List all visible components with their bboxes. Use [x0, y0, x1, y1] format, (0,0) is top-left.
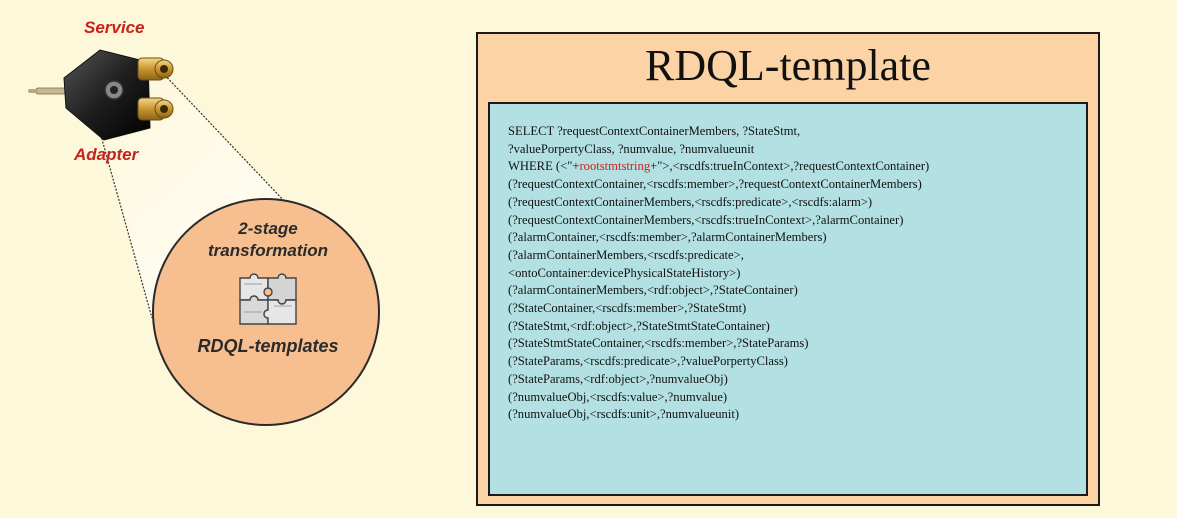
circle-title-line2: transformation: [208, 241, 328, 260]
rdql-template-panel: RDQL-template SELECT ?requestContextCont…: [476, 32, 1100, 506]
circle-title-line1: 2-stage: [238, 219, 298, 238]
where-suffix: +">,<rscdfs:trueInContext>,?requestConte…: [650, 159, 930, 174]
code-line: (?StateContainer,<rscdfs:member>,?StateS…: [508, 301, 747, 316]
rdql-code-box: SELECT ?requestContextContainerMembers, …: [488, 102, 1088, 496]
service-label: Service: [84, 18, 145, 37]
code-line: (?requestContextContainer,<rscdfs:member…: [508, 177, 922, 192]
code-line: (?numvalueObj,<rscdfs:unit>,?numvalueuni…: [508, 407, 740, 422]
code-line: (?StateStmt,<rdf:object>,?StateStmtState…: [508, 318, 770, 333]
code-line: (?alarmContainerMembers,<rdf:object>,?St…: [508, 283, 798, 298]
code-line: (?numvalueObj,<rscdfs:value>,?numvalue): [508, 389, 728, 404]
code-line: (?alarmContainerMembers,<rscdfs:predicat…: [508, 247, 744, 262]
code-line-where: WHERE (<"+rootstmtstring+">,<rscdfs:true…: [508, 158, 1076, 176]
code-line: (?StateParams,<rscdfs:predicate>,?valueP…: [508, 354, 788, 369]
transformation-circle: 2-stage transformation RDQL-templates: [152, 198, 380, 426]
adapter-label: Adapter: [74, 145, 139, 164]
circle-title: 2-stage transformation: [154, 218, 382, 262]
code-line: <ontoContainer:devicePhysicalStateHistor…: [508, 265, 741, 280]
code-line: (?StateParams,<rdf:object>,?numvalueObj): [508, 371, 728, 386]
code-line: (?requestContextContainerMembers,<rscdfs…: [508, 212, 904, 227]
code-line: SELECT ?requestContextContainerMembers, …: [508, 124, 801, 138]
code-line: (?StateStmtStateContainer,<rscdfs:member…: [508, 336, 809, 351]
puzzle-icon: [239, 273, 297, 325]
where-prefix: WHERE (<"+: [508, 159, 580, 174]
code-line: (?requestContextContainerMembers,<rscdfs…: [508, 194, 873, 209]
highlight-variable: rootstmtstring: [579, 159, 651, 174]
adapter-illustration: Service Adapter 2-stage transformation R…: [0, 0, 460, 518]
code-line: (?alarmContainer,<rscdfs:member>,?alarmC…: [508, 230, 827, 245]
template-title: RDQL-template: [645, 41, 931, 90]
audio-adapter-icon: [28, 49, 174, 141]
circle-subtitle: RDQL-templates: [197, 336, 339, 356]
code-line: ?valuePorpertyClass, ?numvalue, ?numvalu…: [508, 141, 755, 156]
